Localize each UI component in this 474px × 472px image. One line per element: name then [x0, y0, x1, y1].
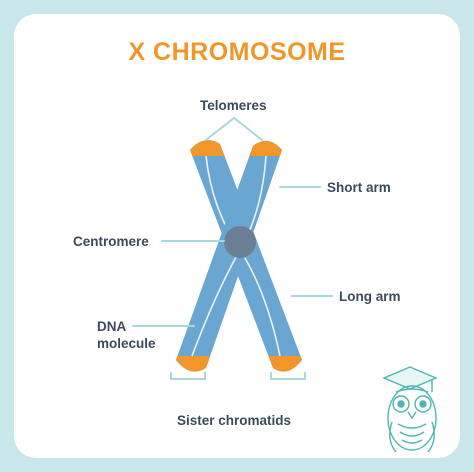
centromere-disc [224, 226, 256, 258]
sister-chromatid-brackets [170, 372, 306, 380]
pointer-telomere-left [205, 117, 235, 141]
telomere-top-left [190, 140, 240, 156]
telomere-bottom-left [176, 356, 225, 372]
pointer-lines [132, 117, 333, 327]
telomere-bottom-right [260, 356, 302, 372]
label-sister-chromatids: Sister chromatids [177, 413, 292, 428]
label-centromere: Centromere [73, 234, 149, 249]
label-dna-line1: DNA [97, 319, 127, 334]
diagram-title: X CHROMOSOME [128, 38, 346, 66]
label-short-arm: Short arm [327, 180, 391, 195]
label-telomeres: Telomeres [200, 98, 267, 113]
label-long-arm: Long arm [339, 289, 401, 304]
pointer-telomere-right [233, 117, 263, 141]
bracket-right [270, 372, 306, 380]
bracket-left [170, 372, 206, 380]
label-dna-line2: molecule [97, 336, 156, 351]
owl-graduate-icon [382, 366, 438, 453]
